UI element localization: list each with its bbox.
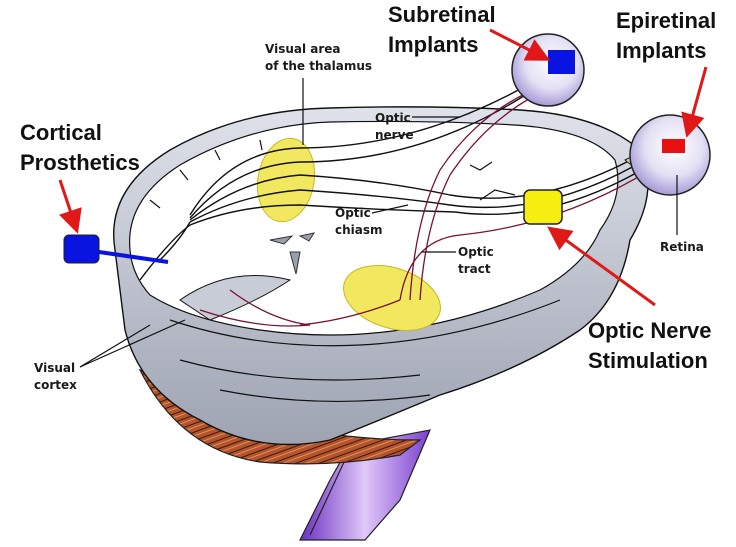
pointer-arrows bbox=[58, 28, 708, 307]
arrow-optic-nerve-stim bbox=[547, 226, 656, 307]
label-epiretinal-line1: Epiretinal bbox=[616, 8, 716, 33]
label-optic-chiasm-line2: chiasm bbox=[335, 223, 383, 237]
label-subretinal-line1: Subretinal bbox=[388, 2, 496, 27]
subretinal-implant bbox=[548, 50, 575, 74]
leader-lines bbox=[79, 78, 678, 368]
cortical-implant bbox=[63, 234, 100, 264]
label-subretinal-line2: Implants bbox=[388, 32, 478, 57]
label-epiretinal-line2: Implants bbox=[616, 38, 706, 63]
label-retina: Retina bbox=[660, 240, 704, 254]
label-visual-cortex-line1: Visual bbox=[34, 361, 75, 375]
thalamus-visual-area bbox=[256, 137, 316, 223]
cortical-implant-lead bbox=[98, 250, 169, 264]
label-optic-tract-line1: Optic bbox=[458, 245, 494, 259]
epiretinal-implant bbox=[662, 139, 685, 153]
label-optic-nerve-stim-line1: Optic Nerve bbox=[588, 318, 712, 343]
lateral-geniculate-area bbox=[343, 265, 441, 331]
optic-tract-fibers bbox=[199, 84, 651, 327]
label-thalamus-line2: of the thalamus bbox=[265, 59, 372, 73]
label-cortical-line2: Prosthetics bbox=[20, 150, 140, 175]
label-optic-nerve-line1: Optic bbox=[375, 111, 411, 125]
optic-nerve-implant bbox=[523, 189, 563, 225]
label-thalamus-line1: Visual area bbox=[265, 42, 341, 56]
label-cortical-line1: Cortical bbox=[20, 120, 102, 145]
label-visual-cortex-line2: cortex bbox=[34, 378, 77, 392]
label-optic-nerve-stim-line2: Stimulation bbox=[588, 348, 708, 373]
arrow-epiretinal bbox=[681, 66, 708, 138]
brainstem bbox=[299, 429, 431, 541]
arrow-subretinal bbox=[489, 28, 551, 61]
arrow-cortical bbox=[58, 179, 82, 234]
eye-lower bbox=[629, 114, 711, 196]
label-optic-tract-line2: tract bbox=[458, 262, 491, 276]
label-optic-chiasm-line1: Optic bbox=[335, 206, 371, 220]
label-optic-nerve-line2: nerve bbox=[375, 128, 414, 142]
